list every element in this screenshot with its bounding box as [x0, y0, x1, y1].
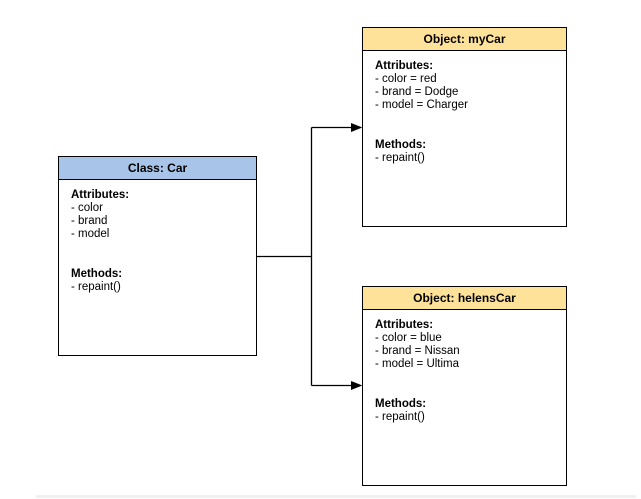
attributes-label: Attributes: [375, 319, 434, 331]
section-gap [71, 241, 244, 268]
connector-arrowhead [351, 122, 363, 133]
object-helenscar-title: Object: helensCar [363, 287, 566, 310]
connector-arrowhead [351, 380, 363, 391]
attributes-label: Attributes: [71, 189, 130, 201]
object-mycar-title: Object: myCar [363, 28, 566, 51]
attribute-line: - color = red [375, 73, 437, 85]
class-car-body: Attributes: - color - brand - model Meth… [59, 180, 256, 303]
attribute-line: - model = Charger [375, 99, 468, 111]
page-edge [36, 495, 636, 498]
attribute-line: - brand = Dodge [375, 86, 459, 98]
method-line: - repaint() [375, 411, 425, 423]
class-car-title: Class: Car [59, 157, 256, 180]
methods-label: Methods: [375, 139, 427, 151]
methods-label: Methods: [71, 268, 123, 280]
object-mycar-node[interactable]: Object: myCar Attributes: - color = red … [362, 27, 567, 227]
object-mycar-body: Attributes: - color = red - brand = Dodg… [363, 51, 566, 174]
attribute-line: - brand [71, 215, 108, 227]
attribute-line: - color [71, 202, 103, 214]
connector-line [257, 126, 352, 387]
object-helenscar-body: Attributes: - color = blue - brand = Nis… [363, 310, 566, 433]
attribute-line: - color = blue [375, 332, 442, 344]
section-gap [375, 112, 554, 139]
methods-label: Methods: [375, 398, 427, 410]
attribute-line: - model [71, 228, 110, 240]
object-helenscar-node[interactable]: Object: helensCar Attributes: - color = … [362, 286, 567, 486]
method-line: - repaint() [375, 152, 425, 164]
section-gap [375, 371, 554, 398]
attribute-line: - model = Ultima [375, 358, 460, 370]
class-car-node[interactable]: Class: Car Attributes: - color - brand -… [58, 156, 257, 356]
method-line: - repaint() [71, 281, 121, 293]
attributes-label: Attributes: [375, 60, 434, 72]
attribute-line: - brand = Nissan [375, 345, 460, 357]
